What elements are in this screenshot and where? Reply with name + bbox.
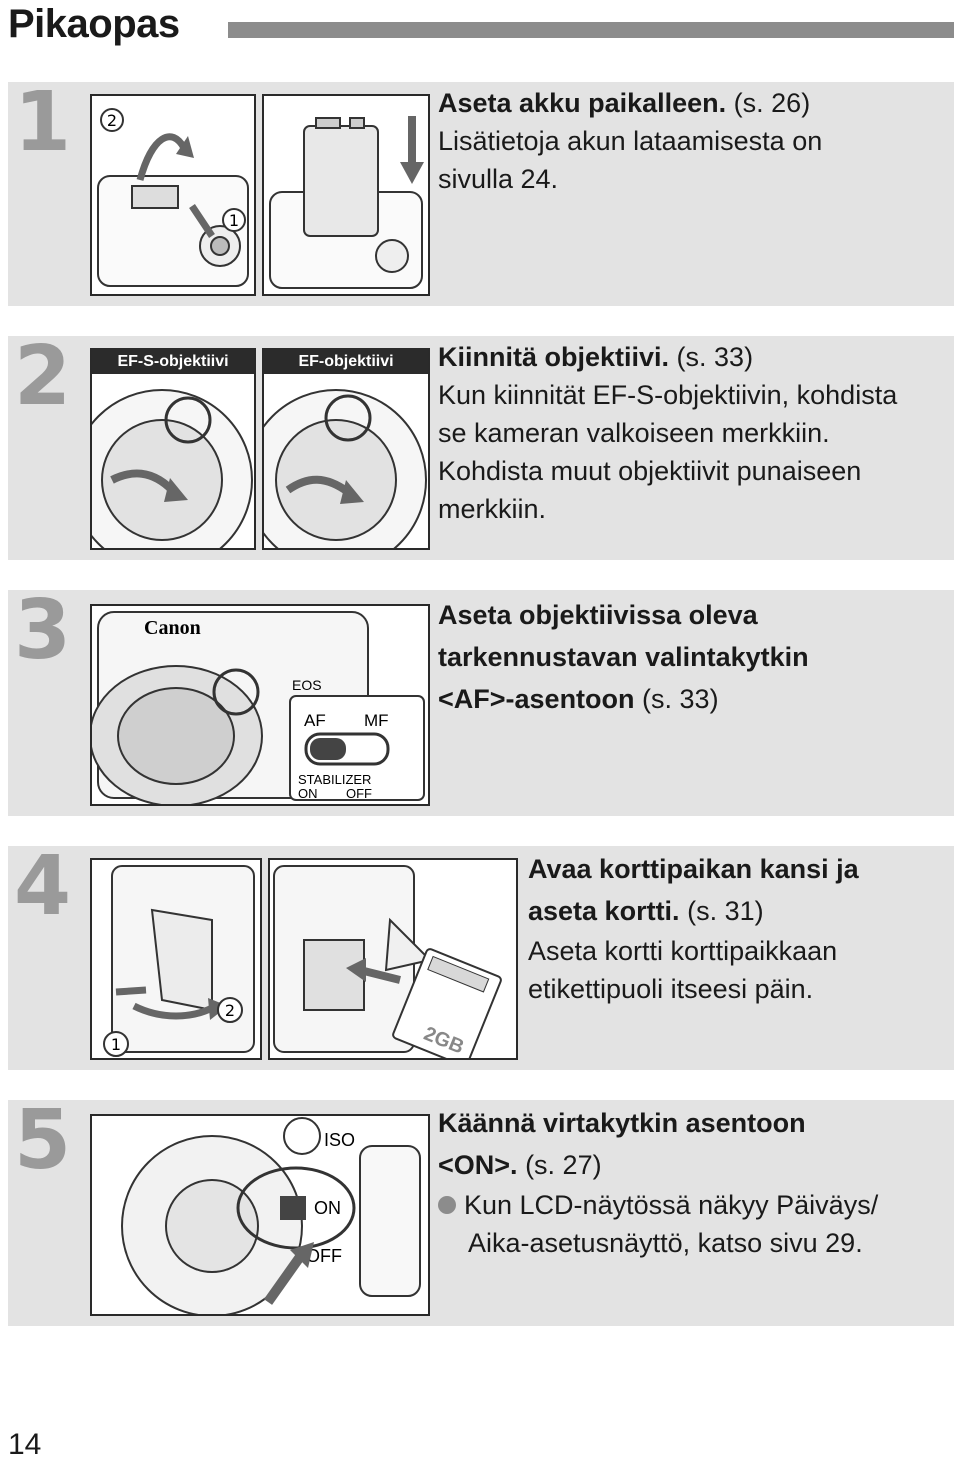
af-label: AF	[304, 711, 326, 730]
lens-type-label: EF-S-objektiivi	[92, 350, 254, 374]
step-1-text: Aseta akku paikalleen. (s. 26) Lisätieto…	[438, 84, 950, 198]
step-body-line: sivulla 24.	[438, 164, 559, 194]
camera-lens-switch-icon: Canon EOS AF MF STABILIZER ON OFF	[92, 611, 425, 804]
step-3-text: Aseta objektiivissa oleva tarkennustavan…	[438, 594, 950, 720]
step-2: 2 EF-S-objektiivi EF-objektiivi Kiinnitä…	[8, 336, 954, 560]
step-body-line: Aseta kortti korttipaikkaan	[528, 936, 838, 966]
step-number: 1	[14, 75, 72, 170]
on-label: ON	[298, 786, 318, 801]
page-title: Pikaopas	[8, 2, 180, 46]
card-slot-cover-icon: 2 1	[103, 865, 255, 1057]
camera-battery-cover-icon: 2 1	[97, 108, 249, 287]
page-reference: (s. 33)	[642, 684, 719, 714]
marker-number: 1	[111, 1035, 121, 1054]
bullet-icon	[438, 1195, 456, 1214]
step-5: 5 ISO ON OFF Käännä virtakytkin asentoon…	[8, 1100, 954, 1326]
step-body-line: se kameran valkoiseen merkkiin.	[438, 418, 830, 448]
step-number: 3	[14, 583, 72, 678]
step-heading: Aseta objektiivissa oleva	[438, 600, 758, 630]
page-reference: (s. 27)	[525, 1150, 602, 1180]
lens-mount-icon	[264, 389, 427, 548]
battery-icon	[269, 116, 424, 289]
page-reference: (s. 26)	[733, 88, 811, 118]
efs-lens-mount-illustration: EF-S-objektiivi	[90, 348, 256, 550]
on-position-label: ON	[314, 1198, 341, 1218]
step-heading: tarkennustavan valintakytkin	[438, 642, 809, 672]
svg-text:2: 2	[107, 111, 117, 130]
step-number: 5	[14, 1093, 72, 1188]
model-label: EOS	[292, 677, 322, 693]
svg-text:1: 1	[229, 211, 239, 230]
ef-lens-mount-illustration: EF-objektiivi	[262, 348, 430, 550]
step-number: 2	[14, 329, 72, 424]
title-rule	[228, 22, 954, 38]
lens-mount-icon	[92, 389, 253, 548]
af-switch-illustration: Canon EOS AF MF STABILIZER ON OFF	[90, 604, 430, 806]
step-heading: Käännä virtakytkin asentoon	[438, 1108, 806, 1138]
stabilizer-label: STABILIZER	[298, 772, 371, 787]
step-body-line: etikettipuoli itseesi päin.	[528, 974, 814, 1004]
step-5-text: Käännä virtakytkin asentoon <ON>. (s. 27…	[438, 1102, 950, 1262]
memory-card-icon: 2GB	[273, 865, 502, 1058]
page-reference: (s. 33)	[676, 342, 754, 372]
step-4-text: Avaa korttipaikan kansi ja aseta kortti.…	[528, 848, 952, 1008]
off-position-label: OFF	[306, 1246, 342, 1266]
battery-insert-illustration	[262, 94, 430, 296]
step-heading: <ON>.	[438, 1150, 518, 1180]
marker-number: 2	[225, 1001, 235, 1020]
mode-dial-icon: ISO ON OFF	[121, 1117, 421, 1314]
step-3: 3 Canon EOS AF MF STABILIZER ON OFF Aset…	[8, 590, 954, 816]
bullet-line: Aika-asetusnäyttö, katso sivu 29.	[468, 1228, 863, 1258]
step-body-line: Kun kiinnität EF-S-objektiivin, kohdista	[438, 380, 898, 410]
step-body-line: merkkiin.	[438, 494, 547, 524]
brand-label: Canon	[144, 617, 201, 639]
step-4: 4 2 1 2GB Avaa korttipaik	[8, 846, 954, 1070]
step-heading: <AF>-asentoon	[438, 684, 635, 714]
step-heading: Kiinnitä objektiivi.	[438, 342, 670, 372]
step-number: 4	[14, 839, 72, 934]
iso-label: ISO	[324, 1130, 355, 1150]
step-heading: Aseta akku paikalleen.	[438, 88, 727, 118]
battery-open-cover-illustration: 2 1	[90, 94, 256, 296]
step-1: 1 2 1 Aseta akku paikalleen. (s. 26)	[8, 82, 954, 306]
power-switch-illustration: ISO ON OFF	[90, 1114, 430, 1316]
page-reference: (s. 31)	[687, 896, 764, 926]
step-2-text: Kiinnitä objektiivi. (s. 33) Kun kiinnit…	[438, 338, 950, 528]
bullet-line: Kun LCD-näytössä näkyy Päiväys/	[464, 1190, 879, 1220]
step-body-line: Lisätietoja akun lataamisesta on	[438, 126, 823, 156]
card-cover-illustration: 2 1	[90, 858, 262, 1060]
lens-type-label: EF-objektiivi	[264, 350, 428, 374]
step-heading: Avaa korttipaikan kansi ja	[528, 854, 859, 884]
card-insert-illustration: 2GB	[268, 858, 518, 1060]
step-body-line: Kohdista muut objektiivit punaiseen	[438, 456, 862, 486]
mf-label: MF	[364, 711, 389, 730]
off-label: OFF	[346, 786, 372, 801]
step-heading: aseta kortti.	[528, 896, 680, 926]
page-number: 14	[8, 1428, 42, 1461]
